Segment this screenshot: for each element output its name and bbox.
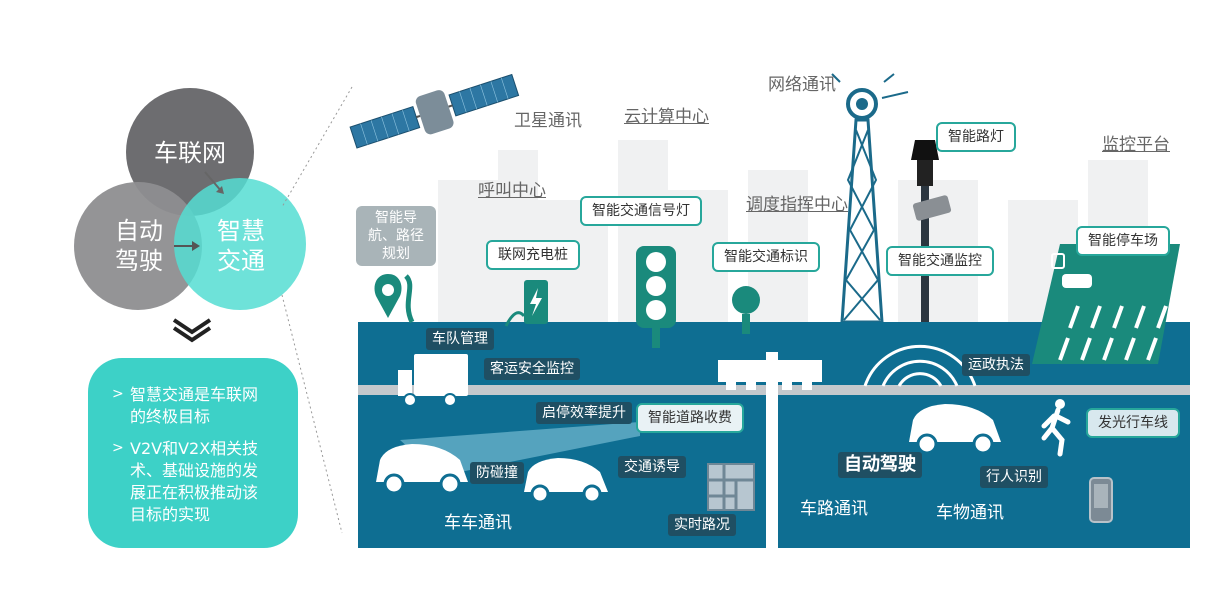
summary-item-1: 智慧交通是车联网的终极目标	[130, 385, 259, 426]
truck-icon	[398, 354, 468, 407]
chevron-down-icon	[172, 318, 212, 343]
label-enforcement: 运政执法	[962, 354, 1030, 376]
summary-box: > 智慧交通是车联网的终极目标 > V2V和V2X相关技术、基础设施的发展正在积…	[88, 358, 298, 548]
sign-icon	[732, 286, 760, 334]
camera-icon	[912, 195, 952, 221]
label-traffic-guide: 交通诱导	[618, 456, 686, 478]
phone-icon	[1089, 477, 1113, 523]
bullet-2: >	[112, 440, 124, 456]
label-charging: 联网充电桩	[486, 240, 580, 270]
label-fleet: 车队管理	[426, 328, 494, 350]
venn-circle-left	[74, 182, 202, 310]
label-cloud: 云计算中心	[624, 107, 709, 127]
venn-label-smart-traffic: 智慧交通	[217, 217, 265, 275]
label-v2i: 车路通讯	[800, 499, 868, 519]
label-v2v: 车车通讯	[444, 513, 512, 533]
label-smart-light: 智能路灯	[936, 122, 1016, 152]
label-pedestrian: 行人识别	[980, 466, 1048, 488]
map-icon	[707, 463, 755, 511]
label-traffic-sign: 智能交通标识	[712, 242, 820, 272]
label-navigation: 智能导航、路径规划	[356, 206, 436, 266]
connector-lines	[281, 86, 353, 534]
label-efficiency: 启停效率提升	[536, 402, 632, 424]
charger-icon	[504, 280, 548, 327]
label-network: 网络通讯	[768, 75, 836, 95]
toll-gate-icon	[718, 352, 822, 548]
summary-item-2: V2V和V2X相关技术、基础设施的发展正在积极推动该目标的实现	[130, 439, 259, 524]
label-satellite: 卫星通讯	[514, 111, 582, 131]
label-anti-collision: 防碰撞	[470, 462, 524, 484]
car-icon	[376, 444, 468, 494]
pedestrian-icon	[1041, 399, 1071, 457]
venn-label-iov: 车联网	[154, 139, 226, 167]
label-dispatch: 调度指挥中心	[746, 195, 848, 215]
label-autonomous: 自动驾驶	[838, 452, 922, 478]
label-traffic-monitor: 智能交通监控	[886, 246, 994, 276]
traffic-light-icon	[636, 246, 676, 348]
label-realtime-traffic: 实时路况	[668, 514, 736, 536]
satellite-icon	[349, 73, 520, 149]
label-toll: 智能道路收费	[636, 403, 744, 433]
label-smart-parking: 智能停车场	[1076, 226, 1170, 256]
label-glow-lane: 发光行车线	[1086, 408, 1180, 438]
venn-label-autonomous: 自动驾驶	[115, 217, 163, 275]
arrow-top-to-right-icon	[204, 171, 223, 193]
label-monitor-platform: 监控平台	[1102, 135, 1170, 155]
venn-diagram	[74, 88, 306, 310]
label-traffic-signal: 智能交通信号灯	[580, 196, 702, 226]
car-icon	[524, 458, 608, 504]
car-icon	[909, 404, 1001, 454]
map-pin-icon	[374, 274, 415, 324]
venn-circle-right	[174, 178, 306, 310]
parking-icon	[1032, 244, 1180, 364]
bullet-1: >	[112, 386, 124, 402]
label-v2x: 车物通讯	[936, 503, 1004, 523]
label-passenger-safety: 客运安全监控	[484, 358, 580, 380]
street-lamp-icon	[911, 140, 939, 326]
label-call-center: 呼叫中心	[478, 181, 546, 201]
